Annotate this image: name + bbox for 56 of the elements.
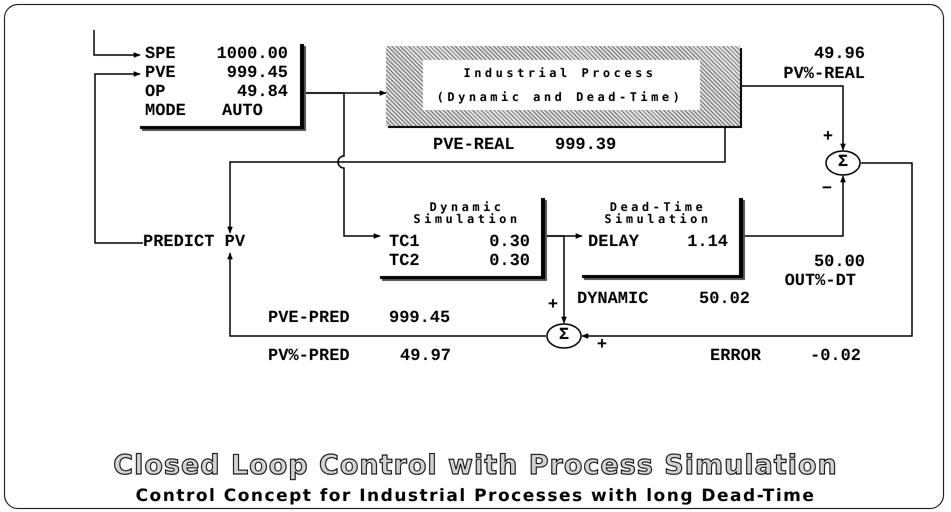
process-block (386, 46, 740, 126)
signal-value: 49.96 (814, 45, 865, 65)
parameter-name: TC2 (389, 252, 420, 272)
signal-label: PVE-REAL (433, 136, 515, 156)
parameter-value: 1.14 (687, 233, 728, 253)
parameter-name: SPE (145, 45, 176, 65)
simulation-block (380, 198, 545, 279)
sign-symbol: + (822, 128, 834, 148)
summing-junction (825, 150, 861, 176)
signal-label: OUT%-DT (784, 272, 856, 292)
parameter-value: 0.30 (489, 252, 530, 272)
sign-symbol: + (548, 296, 558, 316)
signal-arrow (93, 30, 141, 58)
parameter-value: 1000.00 (216, 45, 288, 65)
block-title: Dead-Time Simulation (603, 201, 713, 225)
parameter-name: OP (145, 83, 166, 103)
signal-arrow (304, 92, 381, 239)
parameter-value: 999.45 (226, 64, 288, 84)
signal-arrow (227, 126, 726, 234)
sign-symbol: − (822, 180, 832, 200)
signal-arrow (740, 85, 846, 151)
diagram-caption: Control Concept for Industrial Processes with long Dead-Time (134, 485, 816, 507)
sigma-symbol: Σ (558, 326, 570, 346)
parameter-name: MODE (145, 102, 186, 122)
simulation-block (582, 198, 743, 278)
signal-value: 50.02 (699, 290, 750, 310)
signal-value: 999.45 (389, 309, 450, 329)
signal-label: DYNAMIC (577, 290, 648, 310)
signal-label: PV%-REAL (783, 65, 865, 85)
block-title: Industrial Process (463, 67, 657, 79)
block-subtitle: (Dynamic and Dead-Time) (436, 91, 684, 103)
parameter-name: TC1 (389, 233, 420, 253)
block-title: Dynamic Simulation (412, 201, 522, 225)
diagram-title: Closed Loop Control with Process Simulation (112, 450, 839, 482)
parameter-value: AUTO (222, 102, 263, 122)
parameter-value: 49.84 (236, 83, 288, 103)
signal-value: 999.39 (555, 136, 616, 156)
signal-label: PREDICT PV (143, 233, 246, 253)
signal-arrow (743, 175, 846, 237)
controller-faceplate (140, 44, 304, 129)
sign-symbol: + (596, 336, 608, 356)
signal-value: -0.02 (810, 347, 862, 367)
summing-junction (546, 323, 582, 349)
signal-label: PVE-PRED (268, 309, 350, 329)
signal-label: PV%-PRED (268, 347, 350, 367)
signal-arrow (545, 235, 567, 324)
sigma-symbol: Σ (838, 153, 848, 173)
signal-value: 50.00 (814, 253, 865, 273)
signal-arrow (227, 252, 546, 337)
parameter-name: PVE (145, 64, 176, 84)
signal-arrow (94, 71, 143, 244)
parameter-name: DELAY (588, 233, 640, 253)
signal-label: ERROR (710, 347, 762, 367)
parameter-value: 0.30 (489, 233, 530, 253)
signal-value: 49.97 (400, 347, 452, 367)
signal-arrow (581, 162, 913, 339)
